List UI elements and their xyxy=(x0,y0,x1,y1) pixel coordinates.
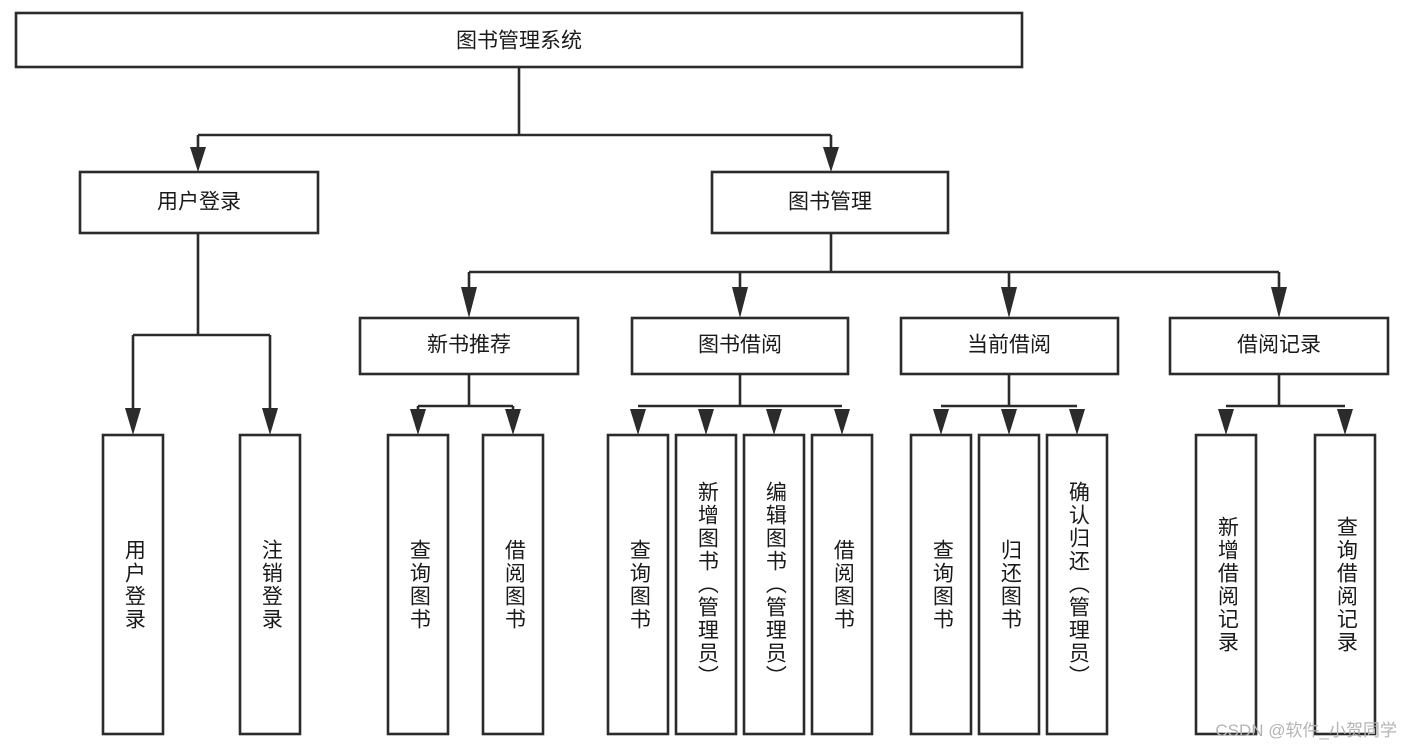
arrow-head-bb-child-1 xyxy=(630,409,646,435)
arrow-head-current-borrow xyxy=(1001,287,1017,318)
leaf-bb-edit-book-box[interactable] xyxy=(742,433,806,736)
arrow-head-new-book xyxy=(461,287,477,318)
arrow-head-leaf-logout xyxy=(262,408,278,435)
arrow-head-cb-child-2 xyxy=(1001,409,1017,435)
node-borrow-record-label: 借阅记录 xyxy=(1237,334,1321,357)
node-root-label: 图书管理系统 xyxy=(456,30,582,53)
arrow-head-book-manage xyxy=(823,147,839,172)
node-current-borrow-box[interactable] xyxy=(899,316,1120,376)
node-current-borrow-label: 当前借阅 xyxy=(967,334,1051,357)
arrow-head-cb-child-1 xyxy=(933,409,949,435)
csdn-watermark: CSDN @软件_小贺同学 xyxy=(1215,721,1397,740)
leaf-cb-confirm-return-box[interactable] xyxy=(1045,433,1109,736)
arrow-head-leaf-user-login xyxy=(125,408,141,435)
leaf-nbr-borrow-book-box[interactable] xyxy=(481,433,545,736)
leaf-br-query-record-box[interactable] xyxy=(1313,433,1377,736)
node-book-borrow-box[interactable] xyxy=(630,316,850,376)
arrow-head-br-child-2 xyxy=(1337,409,1353,435)
node-book-manage-box[interactable] xyxy=(710,170,950,235)
node-book-borrow-label: 图书借阅 xyxy=(698,334,782,357)
node-new-book-recommend-label: 新书推荐 xyxy=(427,334,511,357)
node-borrow-record-box[interactable] xyxy=(1168,316,1390,376)
node-book-manage-label: 图书管理 xyxy=(788,191,872,214)
arrow-head-nbr-child-1 xyxy=(410,409,426,435)
leaf-bb-query-book-box[interactable] xyxy=(606,433,670,736)
leaf-cb-query-book-box[interactable] xyxy=(909,433,973,736)
leaf-logout-box[interactable] xyxy=(238,433,302,736)
node-root-box[interactable] xyxy=(14,11,1024,69)
arrow-head-book-borrow xyxy=(732,287,748,318)
arrow-head-nbr-child-2 xyxy=(505,409,521,435)
arrow-head-bb-child-3 xyxy=(766,409,782,435)
arrow-head-bb-child-2 xyxy=(698,409,714,435)
node-user-login-label: 用户登录 xyxy=(157,191,241,214)
arrow-head-br-child-1 xyxy=(1218,409,1234,435)
leaf-nbr-query-book-box[interactable] xyxy=(386,433,450,736)
node-user-login-box[interactable] xyxy=(78,170,320,235)
leaf-bb-borrow-book-box[interactable] xyxy=(810,433,874,736)
node-new-book-recommend-box[interactable] xyxy=(358,316,580,376)
leaf-br-add-record-box[interactable] xyxy=(1194,433,1258,736)
nodes-layer: 图书管理系统 用户登录 图书管理 新书推荐 图书借阅 当前借阅 借阅记录 xyxy=(14,11,1390,736)
connectors-layer xyxy=(125,67,1353,435)
leaf-bb-add-book-box[interactable] xyxy=(674,433,738,736)
leaf-cb-return-book-box[interactable] xyxy=(977,433,1041,736)
arrow-head-bb-child-4 xyxy=(834,409,850,435)
arrow-head-borrow-record xyxy=(1271,287,1287,318)
arrow-head-user-login xyxy=(190,147,206,172)
arrow-head-cb-child-3 xyxy=(1069,409,1085,435)
leaf-user-login-box[interactable] xyxy=(101,433,165,736)
